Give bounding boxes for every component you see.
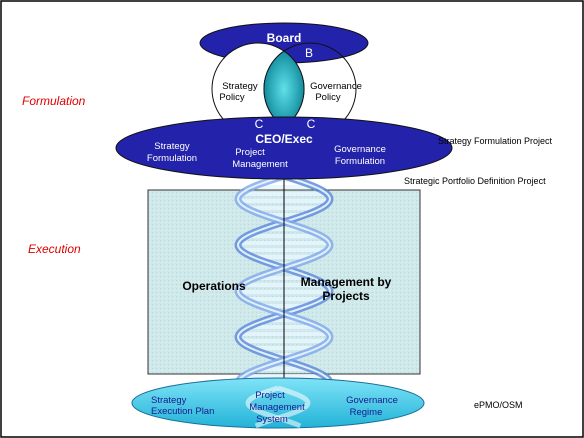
execution-plan-line1: Strategy — [151, 395, 187, 406]
governance-regime-line2: Regime — [350, 407, 383, 418]
ceo-exec-title: CEO/Exec — [255, 132, 313, 146]
strategy-formulation-project-label: Strategy Formulation Project — [438, 136, 553, 146]
governance-policy-line2: Policy — [315, 92, 341, 103]
ceo-project-line1: Project — [235, 147, 265, 158]
ceo-governance-line2: Formulation — [335, 156, 385, 167]
strategy-policy-line2: Policy — [219, 92, 245, 103]
dna-helix-bottom — [245, 385, 311, 429]
formulation-label: Formulation — [22, 94, 86, 108]
helix-highlight — [237, 175, 331, 393]
policy-right-tag: C — [307, 117, 316, 131]
execution-label: Execution — [28, 242, 81, 256]
operations-label: Operations — [182, 279, 246, 293]
helix-tail-strand — [254, 385, 311, 429]
board-right-tag: B — [305, 46, 313, 60]
ceo-project-line2: Management — [232, 159, 288, 170]
ceo-exec-ellipse — [115, 116, 453, 180]
helix-highlight — [237, 175, 331, 393]
strategy-policy-line1: Strategy — [222, 81, 258, 92]
pm-system-line3: System — [256, 414, 288, 425]
governance-policy-line1: Governance — [310, 81, 362, 92]
pm-system-line1: Project — [255, 390, 285, 401]
execution-plan-line2: Execution Plan — [151, 406, 214, 417]
management-by-projects-line2: Projects — [322, 289, 370, 303]
epmo-osm-label: ePMO/OSM — [474, 400, 523, 410]
management-by-projects-line1: Management by — [301, 275, 392, 289]
governance-regime-line1: Governance — [346, 395, 398, 406]
execution-system-ellipse — [131, 377, 425, 429]
ceo-governance-line1: Governance — [334, 144, 386, 155]
ceo-strategy-line1: Strategy — [154, 141, 190, 152]
ceo-strategy-line2: Formulation — [147, 153, 197, 164]
pm-system-line2: Management — [249, 402, 305, 413]
helix-tail-strand — [245, 385, 302, 429]
board-title: Board — [267, 31, 302, 45]
policy-left-tag: C — [255, 117, 264, 131]
portfolio-definition-project-label: Strategic Portfolio Definition Project — [404, 176, 546, 186]
